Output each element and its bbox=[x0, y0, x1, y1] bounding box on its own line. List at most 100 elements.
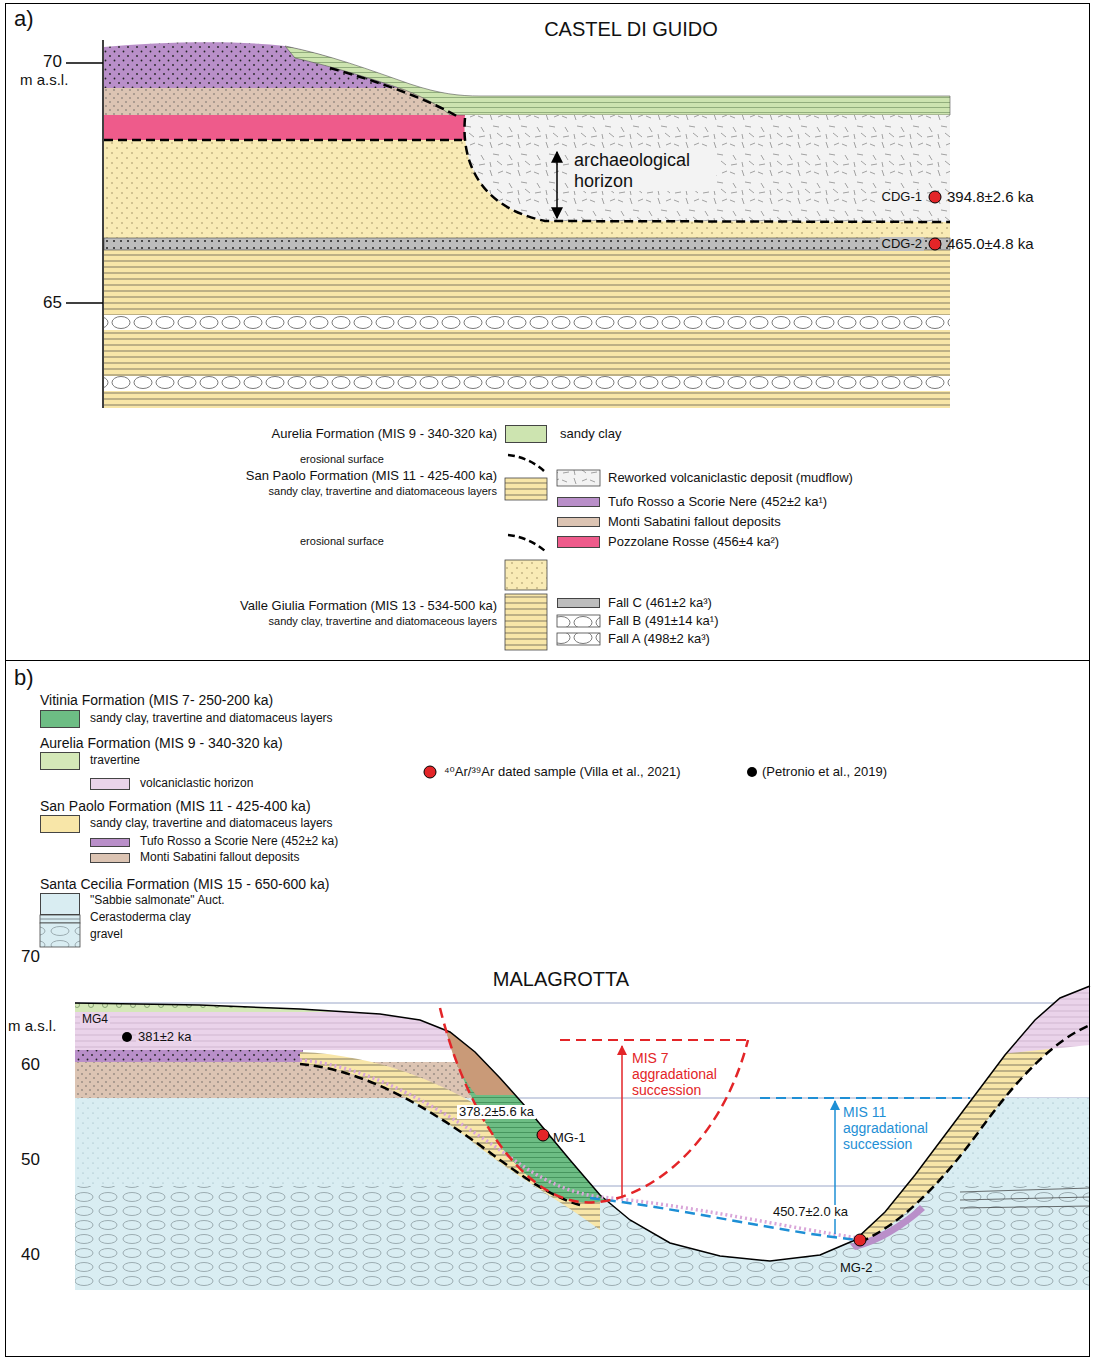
panel-letter: a) bbox=[14, 6, 34, 31]
text-label: 65 bbox=[43, 293, 62, 313]
legend-samples-b-part bbox=[40, 915, 80, 923]
legend-samples-a-part bbox=[505, 560, 547, 590]
text-label: m a.s.l. bbox=[8, 1017, 56, 1034]
legend-samples-a-part bbox=[508, 455, 545, 472]
panel-frame: a) CASTEL DI GUIDO bbox=[5, 3, 1090, 661]
text-label: Aurelia Formation (MIS 9 - 340-320 ka) bbox=[40, 735, 283, 751]
legend-text: Tufo Rosso a Scorie Nere (452±2 ka) bbox=[140, 835, 338, 849]
text-label: Aurelia Formation (MIS 9 - 340-320 ka) bbox=[272, 427, 497, 442]
legend-samples-a bbox=[505, 455, 600, 650]
castel-di-guido-section-part bbox=[929, 238, 941, 250]
text-label: MG4 bbox=[80, 1013, 110, 1027]
malagrotta-section-part bbox=[440, 1008, 748, 1202]
malagrotta-section-part-part bbox=[75, 1003, 1090, 1004]
castel-di-guido-section-part bbox=[66, 302, 103, 304]
castel-di-guido-section-part bbox=[102, 40, 104, 408]
text-label: CDG-1 bbox=[880, 190, 924, 205]
text-label: 450.7±2.0 ka bbox=[771, 1205, 850, 1220]
text-label: 70 bbox=[43, 52, 62, 72]
malagrotta-section-part-part bbox=[75, 1012, 775, 1050]
castel-di-guido-section-part bbox=[464, 115, 950, 222]
text-label: MG-2 bbox=[838, 1261, 875, 1276]
legend-samples-a-part bbox=[505, 594, 547, 650]
text-label: 60 bbox=[21, 1055, 40, 1075]
legend-text: Reworked volcaniclastic deposit (mudflow… bbox=[608, 471, 853, 486]
malagrotta-section-part bbox=[122, 1032, 132, 1042]
text-label: MIS 11 aggradational succession bbox=[843, 1104, 943, 1152]
legend-text: Monti Sabatini fallout deposits bbox=[608, 515, 781, 530]
legend-swatch bbox=[40, 752, 80, 770]
castel-di-guido-section-part bbox=[104, 315, 950, 330]
castel-di-guido-section-part bbox=[104, 139, 462, 142]
legend-samples-a-part bbox=[557, 633, 600, 645]
legend-swatch bbox=[90, 838, 130, 847]
malagrotta-section-part bbox=[621, 1046, 623, 1198]
castel-di-guido-section-part bbox=[556, 152, 558, 218]
castel-di-guido-section-part bbox=[929, 191, 941, 203]
malagrotta-section-part-part bbox=[960, 1188, 1090, 1208]
text-label: m a.s.l. bbox=[20, 71, 68, 88]
legend-swatch bbox=[40, 815, 80, 833]
legend-swatch bbox=[90, 778, 130, 790]
legend-swatch bbox=[40, 893, 80, 915]
panel-title: MALAGROTTA bbox=[493, 968, 629, 991]
malagrotta-section-part-part bbox=[75, 990, 775, 1012]
text-label: 381±2 ka bbox=[136, 1030, 193, 1045]
malagrotta-section-part bbox=[590, 1198, 858, 1240]
legend-swatch bbox=[505, 425, 547, 443]
legend-text: erosional surface bbox=[300, 535, 384, 548]
malagrotta-section-part-part-part bbox=[960, 1206, 1090, 1208]
legend-text: (Petronio et al., 2019) bbox=[762, 765, 887, 780]
text-label: CDG-2 bbox=[880, 237, 924, 252]
legend-text: Pozzolane Rosse (456±4 ka²) bbox=[608, 535, 779, 550]
text-label: 378.2±5.6 ka bbox=[457, 1105, 536, 1120]
legend-text: gravel bbox=[90, 928, 123, 942]
text-label: 70 bbox=[21, 947, 40, 967]
legend-text: Fall C (461±2 ka³) bbox=[608, 596, 712, 611]
panel-title: CASTEL DI GUIDO bbox=[544, 18, 718, 41]
legend-text: sandy clay, travertine and diatomaceus l… bbox=[90, 817, 333, 831]
legend-samples-b-part bbox=[747, 767, 757, 777]
legend-text: ⁴⁰Ar/³⁹Ar dated sample (Villa et al., 20… bbox=[444, 765, 681, 780]
legend-text: Tufo Rosso a Scorie Nere (452±2 ka¹) bbox=[608, 495, 827, 510]
malagrotta-section-part-part bbox=[440, 1008, 748, 1202]
castel-di-guido-section-part bbox=[104, 250, 950, 408]
malagrotta-section-part bbox=[75, 980, 1090, 1290]
legend-swatch bbox=[557, 536, 600, 548]
text-label: 40 bbox=[21, 1245, 40, 1265]
castel-di-guido-section-part bbox=[104, 88, 452, 115]
legend-text: travertine bbox=[90, 754, 140, 768]
text-label: San Paolo Formation (MIS 11 - 425-400 ka… bbox=[246, 469, 497, 484]
legend-text: sandy clay bbox=[560, 427, 621, 442]
castel-di-guido-section-part bbox=[104, 115, 465, 140]
text-label: Valle Giulia Formation (MIS 13 - 534-500… bbox=[240, 599, 497, 614]
legend-swatch bbox=[40, 710, 80, 728]
legend-samples-a-part bbox=[557, 470, 600, 486]
malagrotta-section-part-part-part bbox=[960, 1188, 1090, 1192]
castel-di-guido-section-part bbox=[464, 118, 950, 222]
malagrotta-section bbox=[75, 980, 1090, 1290]
malagrotta-section-part bbox=[537, 1129, 549, 1141]
text-label: San Paolo Formation (MIS 11 - 425-400 ka… bbox=[40, 798, 311, 814]
castel-di-guido-section-part bbox=[104, 238, 950, 250]
castel-di-guido-section-part bbox=[104, 376, 950, 391]
malagrotta-section-part bbox=[300, 1060, 858, 1238]
legend-text: erosional surface bbox=[300, 453, 384, 466]
legend-text: Monti Sabatini fallout deposits bbox=[140, 851, 299, 865]
legend-swatch bbox=[557, 517, 600, 527]
text-label: MG-1 bbox=[553, 1131, 586, 1146]
text-label: Vitinia Formation (MIS 7- 250-200 ka) bbox=[40, 692, 273, 708]
legend-samples-a-part bbox=[508, 535, 545, 551]
text-label: 465.0±4.8 ka bbox=[947, 235, 1034, 252]
legend-swatch bbox=[557, 598, 600, 608]
legend-samples-b-part bbox=[424, 766, 436, 778]
legend-text: Fall B (491±14 ka¹) bbox=[608, 614, 718, 629]
panel-letter: b) bbox=[14, 665, 34, 690]
legend-text: "Sabbie salmonate" Auct. bbox=[90, 894, 225, 908]
malagrotta-section-part bbox=[75, 986, 1090, 1261]
castel-di-guido-section bbox=[66, 40, 950, 408]
